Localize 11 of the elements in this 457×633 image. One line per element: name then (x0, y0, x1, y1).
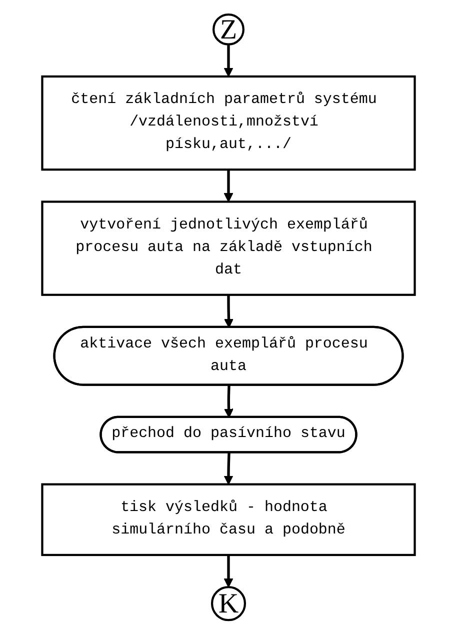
arrow (224, 170, 234, 202)
arrow (224, 452, 234, 485)
node-box: tisk výsledků - hodnota simulárního času a podobně (41, 483, 416, 556)
node-circle: K (210, 586, 246, 622)
arrow (224, 44, 234, 77)
arrow (224, 385, 234, 418)
node-box: čtení základních parametrů systému /vzdálenosti,množství písku,aut,.../ (41, 75, 416, 171)
node-circle: Z (212, 13, 244, 46)
node-box: vytvoření jednotlivých exemplářů procesu auta na základě vstupních dat (41, 200, 416, 296)
arrow (224, 554, 234, 588)
arrow (224, 294, 234, 328)
